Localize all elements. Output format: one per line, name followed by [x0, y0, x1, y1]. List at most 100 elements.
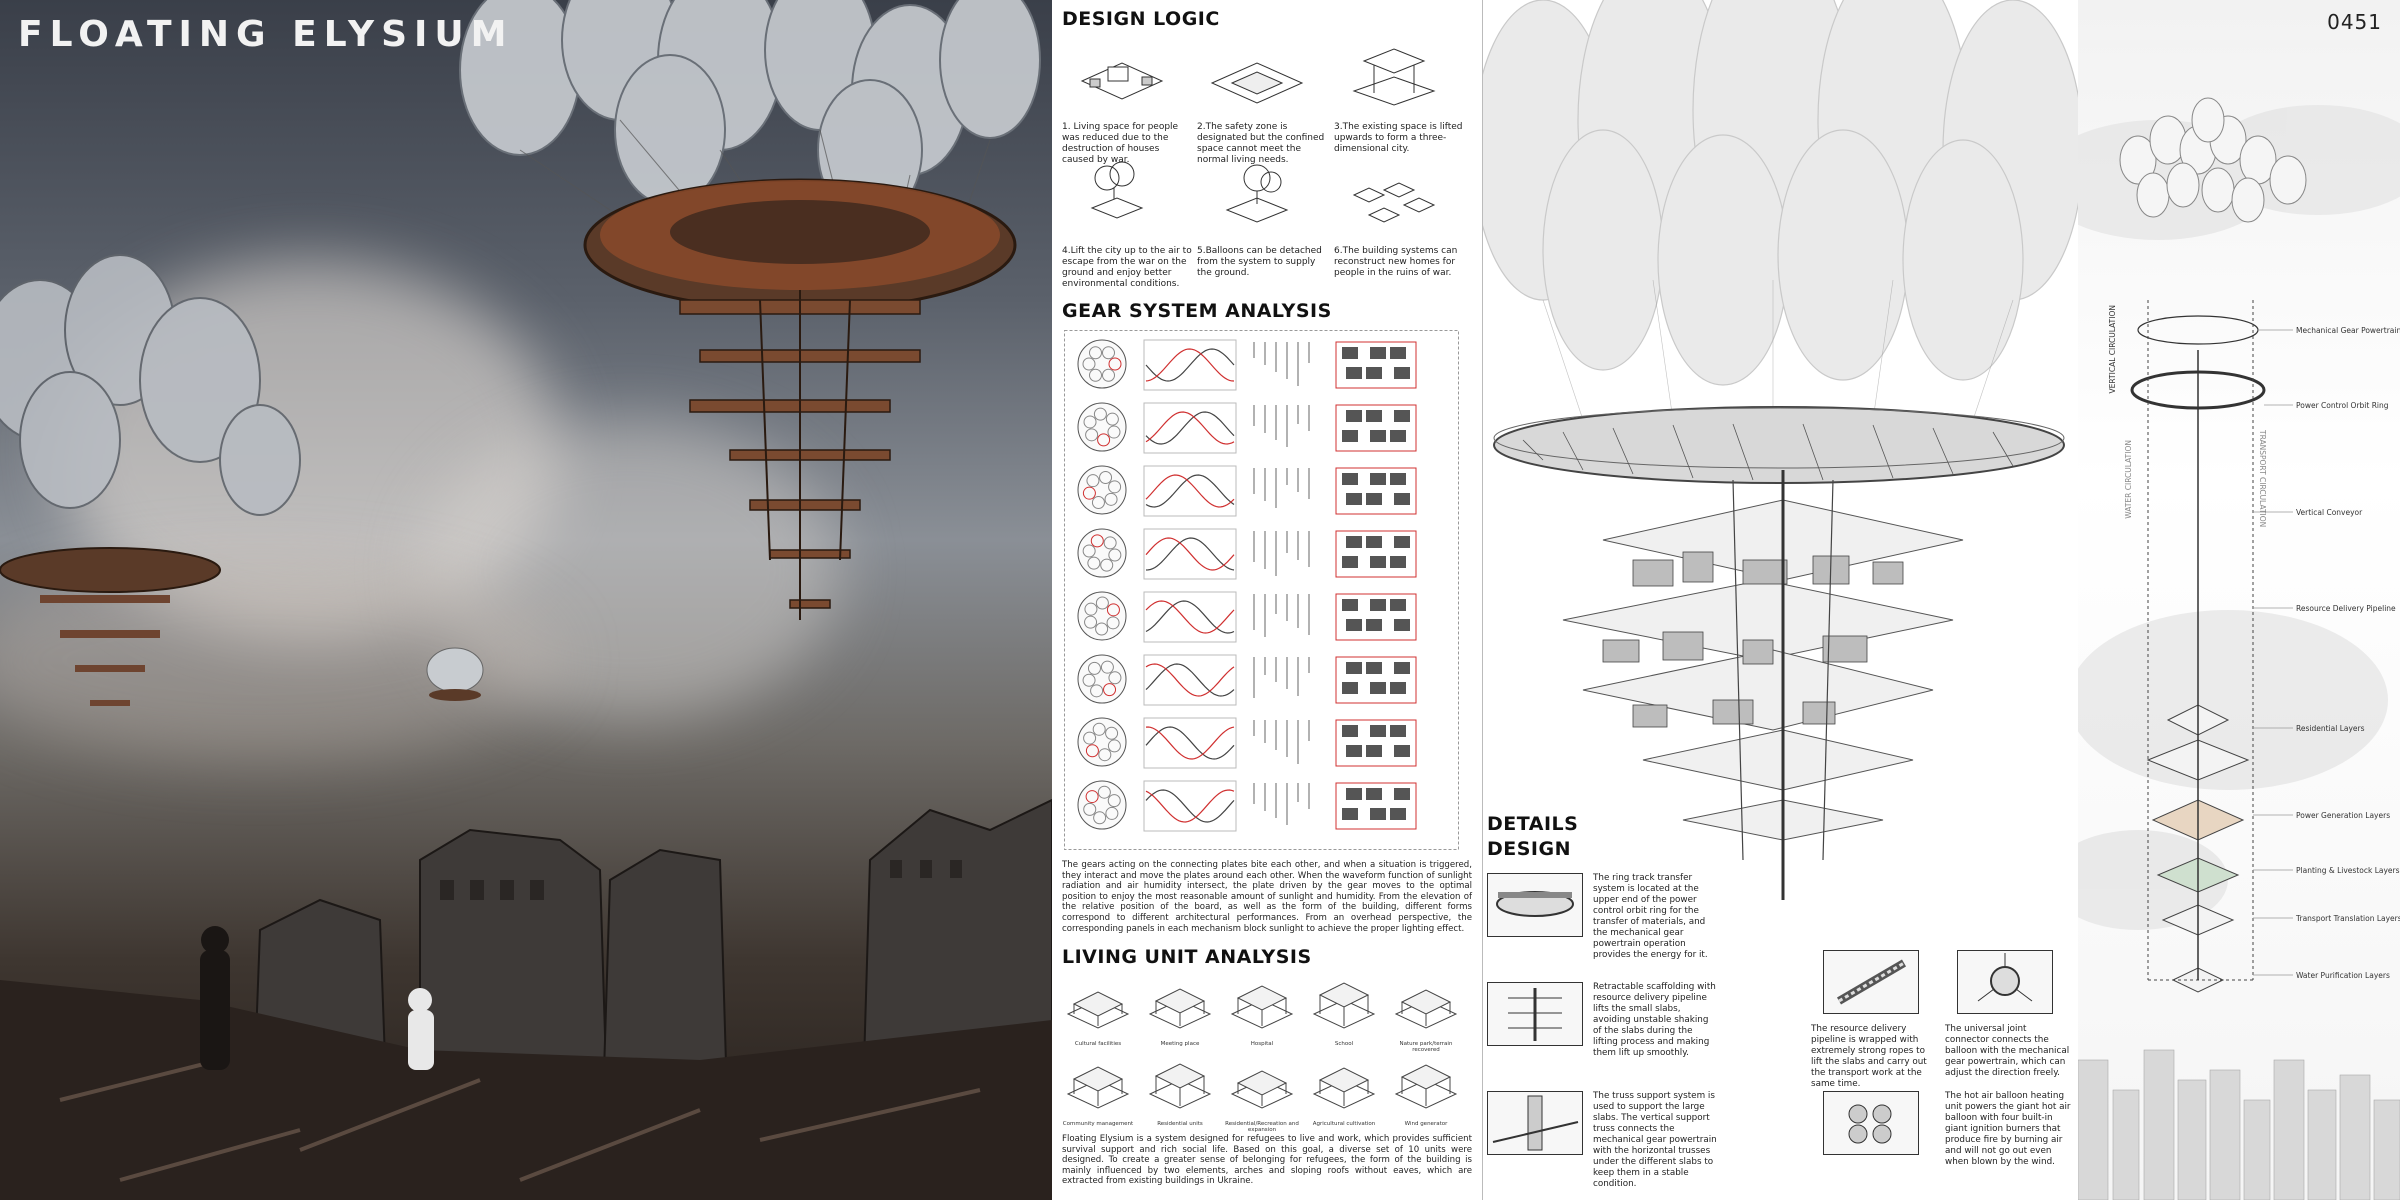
gear-tooth [1108, 480, 1122, 494]
gear-tooth [1103, 683, 1117, 697]
waveform-line [1145, 348, 1235, 382]
layer-label: Transport Translation Layers [2296, 914, 2400, 923]
step-caption: 3.The existing space is lifted upwards t… [1334, 122, 1463, 154]
waveform-line [1145, 411, 1235, 445]
gear-tooth [1099, 470, 1113, 484]
plan-block [1342, 725, 1358, 737]
truss-illustration [1492, 1095, 1579, 1151]
gear-tooth [1098, 748, 1112, 762]
gear-tooth [1082, 544, 1096, 558]
gear-tooth [1105, 726, 1119, 740]
analysis-panel: DESIGN LOGIC 1. Living space for people … [1052, 0, 1482, 1200]
gear-tooth [1103, 536, 1117, 550]
layer-label: Resource Delivery Pipeline [2296, 604, 2396, 613]
vertical-circulation-label: VERTICAL CIRCULATION [2108, 305, 2117, 394]
gear-tooth [1097, 785, 1111, 799]
gear-tooth [1107, 739, 1121, 753]
gear-tooth [1090, 534, 1104, 548]
gear-tooth [1085, 428, 1099, 442]
pipeline-illustration [1836, 959, 1907, 1005]
waveform-line [1145, 726, 1235, 760]
living-unit-label: Residential/Recreation and expansion [1225, 1121, 1299, 1133]
gear-tooth [1089, 368, 1102, 382]
layer-label: Power Control Orbit Ring [2296, 401, 2389, 410]
plan-block [1342, 808, 1358, 820]
plan-block [1370, 430, 1386, 442]
truss-thumbnail [1487, 1091, 1583, 1155]
detail-text: The resource delivery pipeline is wrappe… [1811, 1024, 1927, 1089]
gear-tooth [1082, 673, 1096, 687]
waveform-line [1145, 474, 1235, 508]
gear-tooth [1089, 346, 1102, 360]
living-unit-label: Residential units [1157, 1121, 1203, 1127]
living-unit-description: Floating Elysium is a system designed fo… [1062, 1134, 1472, 1187]
plan-block [1342, 347, 1358, 359]
ring-track-thumbnail [1487, 873, 1583, 937]
design-step: 5.Balloons can be detached from the syst… [1197, 160, 1327, 279]
plan-block [1390, 473, 1406, 485]
design-step: 1. Living space for people was reduced d… [1062, 36, 1192, 166]
gear-icon [1077, 654, 1127, 704]
living-unit-label: Wind generator [1404, 1121, 1448, 1127]
gear-tooth [1087, 556, 1101, 570]
plan-block [1390, 682, 1406, 694]
plan-block [1394, 493, 1410, 505]
living-unit-label: Agricultural cultivation [1312, 1121, 1376, 1127]
unit-illustration [1148, 1063, 1212, 1109]
gear-tooth [1095, 622, 1109, 636]
step-caption: 5.Balloons can be detached from the syst… [1197, 246, 1322, 278]
gear-tooth [1093, 407, 1107, 421]
gear-tooth [1082, 357, 1096, 371]
step-5-illustration [1225, 164, 1289, 223]
living-unit-label: Cultural facilities [1074, 1041, 1122, 1047]
living-unit: Residential/Recreation and expansion [1224, 1058, 1300, 1133]
gear-icon [1077, 717, 1127, 767]
design-step: 6.The building systems can reconstruct n… [1334, 160, 1464, 279]
gear-analysis-row [1077, 528, 1417, 580]
gear-tooth [1104, 492, 1118, 506]
gear-tooth [1083, 802, 1097, 816]
plan-block [1394, 536, 1410, 548]
waveform-line [1145, 537, 1235, 571]
joint-connector-illustration [1977, 953, 2033, 1002]
gear-tooth [1086, 474, 1100, 488]
design-step: 4.Lift the city up to the air to escape … [1062, 160, 1192, 290]
plan-block [1366, 410, 1382, 422]
details-heading-line1: DETAILS [1487, 813, 1579, 835]
plan-block [1366, 367, 1382, 379]
step-1-illustration [1080, 62, 1164, 100]
waveform-line [1145, 789, 1235, 823]
plan-block [1394, 619, 1410, 631]
layer-label: Water Purification Layers [2296, 971, 2390, 980]
plan-block [1346, 493, 1362, 505]
gear-icon [1077, 780, 1127, 830]
waveform-line [1145, 726, 1235, 760]
step-3-illustration [1352, 48, 1436, 106]
details-heading: DETAILS DESIGN [1487, 812, 1578, 862]
detail-text: The universal joint connector connects t… [1945, 1024, 2070, 1078]
step-6-illustration [1352, 182, 1436, 223]
waveform-line [1145, 411, 1235, 445]
gear-tooth [1087, 661, 1101, 675]
living-unit: School [1306, 978, 1382, 1047]
plan-block [1390, 430, 1406, 442]
details-panel: DETAILS DESIGN The ring track transfer s… [1482, 0, 2080, 1200]
unit-illustration [1230, 985, 1294, 1029]
heating-unit-thumbnail [1823, 1091, 1919, 1155]
unit-illustration [1148, 988, 1212, 1029]
gear-tooth [1084, 615, 1098, 629]
detail-text: The ring track transfer system is locate… [1593, 873, 1708, 960]
plan-block [1390, 347, 1406, 359]
exploded-axon-illustration [2078, 97, 2400, 1200]
layer-label: Planting & Livestock Layers [2296, 866, 2400, 875]
gear-analysis-row [1077, 654, 1417, 706]
transport-circulation-label: TRANSPORT CIRCULATION [2258, 430, 2267, 528]
plan-block [1342, 556, 1358, 568]
plan-block [1394, 410, 1410, 422]
plan-block [1366, 536, 1382, 548]
design-step: 2.The safety zone is designated but the … [1197, 36, 1327, 166]
waveform-line [1145, 663, 1235, 697]
gear-analysis-row [1077, 339, 1417, 391]
details-heading-line2: DESIGN [1487, 838, 1572, 860]
detail-text: Retractable scaffolding with resource de… [1593, 982, 1716, 1058]
